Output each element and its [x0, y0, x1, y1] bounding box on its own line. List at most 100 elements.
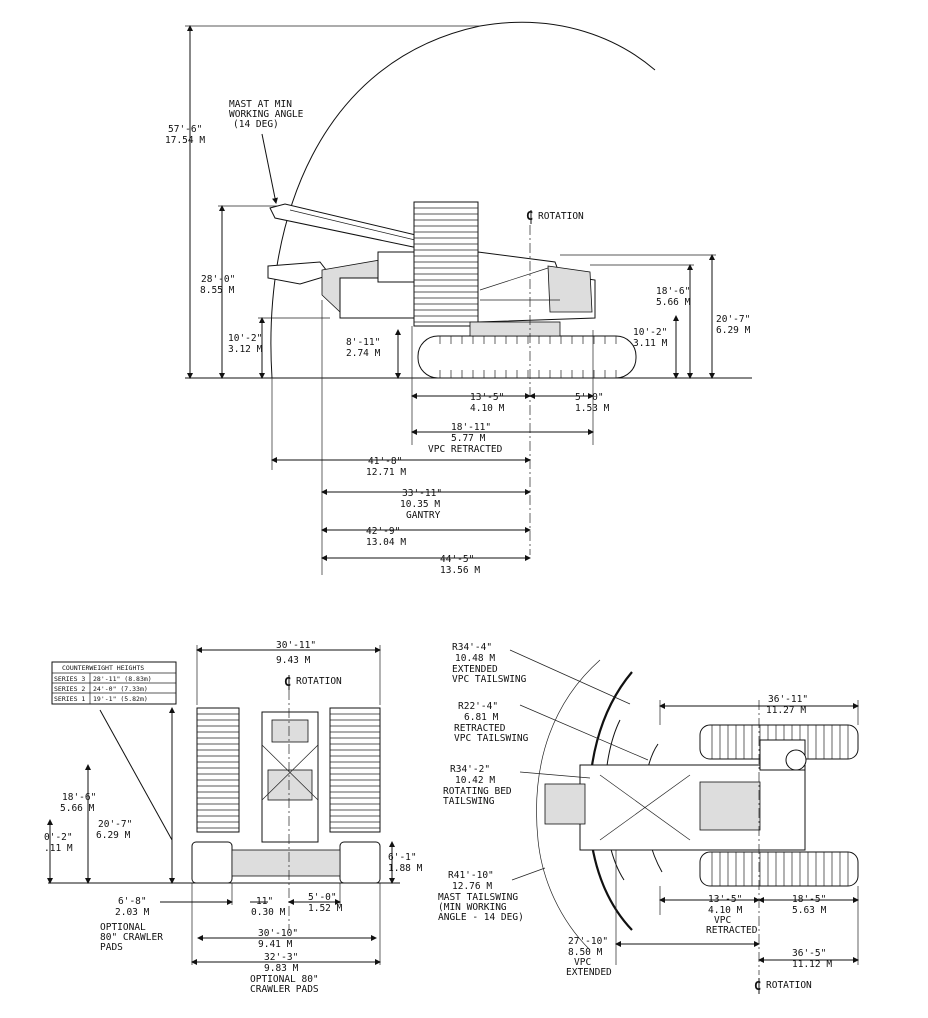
ground-clear-m: 0.30 M [251, 907, 286, 918]
ext-tailswing-label2: VPC TAILSWING [452, 674, 527, 685]
mast-label-3: (14 DEG) [233, 119, 279, 130]
mast-swing-arc [270, 21, 656, 379]
gantry-m: 10.35 M [400, 499, 440, 510]
total-height-ft: 57'-6" [168, 124, 202, 135]
ret-tailswing-m: 6.81 M [464, 712, 499, 723]
front-cw-left [196, 707, 240, 833]
mast-lacing [289, 209, 416, 241]
vpc-retracted-m: 5.77 M [451, 433, 486, 444]
centerline-icon: C [526, 209, 533, 224]
mast-tailswing-ft: R41'-10" [448, 870, 494, 881]
front-rotation-label: ROTATION [296, 676, 342, 687]
mast-tailswing-label3: ANGLE - 14 DEG) [438, 912, 524, 923]
rear-height-ft: 18'-6" [656, 286, 690, 297]
svg-text:C: C [526, 209, 533, 223]
top-track-lower [699, 851, 859, 887]
pad-width-pads: PADS [100, 942, 123, 953]
top-rear-m: 5.63 M [792, 905, 827, 916]
top-vpc-ret-ft: 13'-5" [708, 894, 742, 905]
front-lower-ft: 10'-2" [228, 333, 262, 344]
leader-extended [509, 649, 631, 705]
cw-row1-value: 28'-11" (8.83m) [93, 675, 152, 683]
front-engine [267, 769, 313, 801]
centerline-icon: C [754, 978, 761, 994]
ext-tailswing-label1: EXTENDED [452, 664, 498, 675]
front-carbody [231, 849, 341, 877]
top-rear-ft: 18'-5" [792, 894, 826, 905]
reach2-m: 13.04 M [366, 537, 406, 548]
front-brace-b [261, 744, 319, 801]
height-b-m: 6.29 M [96, 830, 131, 841]
front-cw-right [329, 707, 381, 833]
rotation-rear-ft: 5'-0" [575, 392, 604, 403]
height-a-ft: 18'-6" [62, 792, 96, 803]
front-track-right [339, 841, 381, 884]
bed-tailswing-m: 10.42 M [455, 775, 495, 786]
cab [547, 265, 593, 313]
reach3-ft: 44'-5" [440, 554, 474, 565]
top-winch [785, 749, 807, 771]
top-vpc-ext-m: 8.50 M [568, 947, 603, 958]
top-vpc-ret-label2: RETRACTED [706, 925, 758, 936]
total-height-m: 17.54 M [165, 135, 205, 146]
mast-tailswing-m: 12.76 M [452, 881, 492, 892]
cw-row3-value: 19'-1" (5.82m) [93, 695, 148, 703]
height-a-m: 5.66 M [60, 803, 95, 814]
rear-lower-m: 3.11 M [633, 338, 668, 349]
rotation-front-m: 4.10 M [470, 403, 505, 414]
track-gauge-m: 9.41 M [258, 939, 293, 950]
centerline-icon: C [284, 675, 291, 690]
ext-tailswing-m: 10.48 M [455, 653, 495, 664]
rear-strut [479, 267, 549, 291]
height-c-ft: 0'-2" [44, 832, 73, 843]
top-bottom-width-ft: 36'-5" [792, 948, 826, 959]
rotation-front-ft: 13'-5" [470, 392, 504, 403]
counterweight-table: COUNTERWEIGHT HEIGHTS SERIES 3 28'-11" (… [51, 661, 177, 705]
bed-tailswing-ft: R34'-2" [450, 764, 490, 775]
track-height-ft: 6'-1" [388, 852, 417, 863]
mast-tailswing-label2: (MIN WORKING [438, 902, 507, 913]
cw-row2-value: 24'-0" (7.33m) [93, 685, 148, 693]
mast-pivot-m: 8.55 M [200, 285, 235, 296]
bed-tailswing-label1: ROTATING BED [443, 786, 512, 797]
side-view: C ROTATION MAST AT MIN WORKING ANGLE (14… [165, 21, 752, 576]
top-width-m: 11.27 M [766, 705, 806, 716]
top-vpc-ret-label1: VPC [714, 915, 731, 926]
counterweight-stack [413, 201, 479, 327]
cw-row1-series: SERIES 3 [54, 675, 85, 683]
front-view: COUNTERWEIGHT HEIGHTS SERIES 3 28'-11" (… [44, 640, 423, 995]
rear-cab-m: 6.29 M [716, 325, 751, 336]
bed-tailswing-label2: TAILSWING [443, 796, 495, 807]
cw-leader [99, 709, 173, 841]
ground-clear-ft: 11" [256, 896, 273, 907]
pad-width-crawler: 80" CRAWLER [100, 932, 163, 943]
rear-height-m: 5.66 M [656, 297, 691, 308]
mast-pivot-ft: 28'-0" [201, 274, 235, 285]
optional-width-ft: 32'-3" [264, 952, 298, 963]
ret-tailswing-label2: VPC TAILSWING [454, 733, 529, 744]
height-c-m: .11 M [44, 843, 73, 854]
front-lower-m: 3.12 M [228, 344, 263, 355]
vpc-retracted-label: VPC RETRACTED [428, 444, 503, 455]
top-vpc-ext-ft: 27'-10" [568, 936, 608, 947]
center-offset-ft: 5'-0" [308, 892, 337, 903]
center-offset-m: 1.52 M [308, 903, 343, 914]
mast-reach-m: 12.71 M [366, 467, 406, 478]
front-track-left [191, 841, 233, 884]
svg-text:C: C [284, 675, 291, 689]
top-brace-b [599, 774, 691, 841]
upper-works-front [339, 277, 421, 319]
overall-width-m: 9.43 M [276, 655, 311, 666]
gantry-pin-ft: 8'-11" [346, 337, 380, 348]
reach2-ft: 42'-9" [366, 526, 400, 537]
cw-table-title: COUNTERWEIGHT HEIGHTS [62, 664, 144, 672]
svg-text:C: C [754, 979, 761, 993]
mast-reach-ft: 41'-8" [368, 456, 402, 467]
front-mast-head [271, 719, 309, 743]
leader-retracted [519, 704, 649, 761]
mast-label-2: WORKING ANGLE [229, 109, 304, 120]
ext-tailswing-ft: R34'-4" [452, 642, 492, 653]
mast-tailswing-label1: MAST TAILSWING [438, 892, 518, 903]
top-vpc-ext-label1: VPC [574, 957, 591, 968]
